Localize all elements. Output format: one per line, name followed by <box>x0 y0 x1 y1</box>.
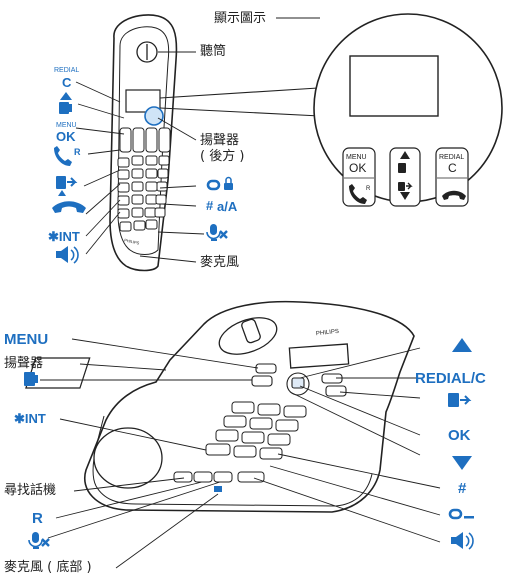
handset-r-label: R <box>74 147 81 157</box>
zoom-end-call-icon <box>442 190 466 200</box>
zoom-phonebook-icon <box>398 163 406 173</box>
handset-nav-ring <box>144 106 164 126</box>
handset-key-lock-label: a/A <box>217 199 238 214</box>
speaker-rear-sub-label: ( 後方 ) <box>200 149 245 164</box>
handset-redial-c-label: C <box>62 75 72 90</box>
base-mic-bottom-label: 麥克風 ( 底部 ) <box>4 560 92 575</box>
base-hash-label: # <box>458 480 467 497</box>
base-leader-lines <box>40 338 441 569</box>
zoom-ok-label: OK <box>349 161 367 175</box>
handset-leader-lines <box>75 17 320 263</box>
base-cradle <box>93 317 278 489</box>
zoom-call-icon <box>349 184 367 204</box>
base-display <box>288 343 350 369</box>
handset-int-label: ✱INT <box>48 229 80 244</box>
handset-redial-small-label: REDIAL <box>54 67 80 74</box>
base-nav-down-icon <box>452 456 472 470</box>
zoom-circle <box>313 13 503 207</box>
speaker-rear-label: 揚聲器 <box>200 133 240 148</box>
zoom-c-label: C <box>448 161 457 175</box>
base-menu-label: MENU <box>4 331 49 348</box>
zoom-menu-small-label: MENU <box>346 154 367 161</box>
handset-hash-icon: # <box>206 198 214 213</box>
handset-mute-icon <box>206 224 228 241</box>
base-nav-up-icon <box>452 338 472 352</box>
handset-menu-small-label: MENU <box>56 122 77 129</box>
base-r-label: R <box>32 510 43 527</box>
handset-keylock-icon <box>206 176 233 191</box>
base-redial-c-label: REDIAL/C <box>415 370 486 387</box>
base-transfer-icon <box>448 393 472 407</box>
base-phonebook-icon <box>24 372 38 386</box>
handset-keypad <box>117 155 170 232</box>
base-keypad <box>205 401 307 460</box>
handset-screen <box>125 89 161 113</box>
handset-nav-up-icon <box>60 92 72 100</box>
handset-microphone-label: 麥克風 <box>200 255 240 270</box>
earpiece-icon <box>136 41 158 63</box>
base-keylock-icon <box>448 508 474 520</box>
base-int-label: ✱INT <box>14 411 46 426</box>
base-speaker-icon <box>451 532 474 550</box>
base-speaker-label: 揚聲器 <box>4 356 44 371</box>
handset-transfer-icon <box>56 176 78 196</box>
handset-ok-label: OK <box>56 129 76 144</box>
handset-phonebook-icon <box>59 102 72 114</box>
zoom-redial-small-label: REDIAL <box>439 154 465 161</box>
handset-speaker-icon <box>56 246 79 264</box>
zoom-connector <box>159 87 321 117</box>
find-handset-label: 尋找話機 <box>4 483 57 498</box>
base-nav-cluster <box>251 363 347 397</box>
base-ok-label: OK <box>448 427 471 444</box>
zoom-r-label: R <box>366 186 371 192</box>
base-bottom-keys <box>173 471 265 483</box>
handset-end-call-icon <box>52 201 86 213</box>
base-mic-marker <box>214 486 222 492</box>
display-icon-label: 顯示圖示 <box>214 11 267 26</box>
base-mute-icon <box>28 532 50 549</box>
handset-call-icon <box>54 146 72 166</box>
earpiece-label: 聽筒 <box>200 44 227 59</box>
zoom-transfer-icon <box>398 182 413 191</box>
